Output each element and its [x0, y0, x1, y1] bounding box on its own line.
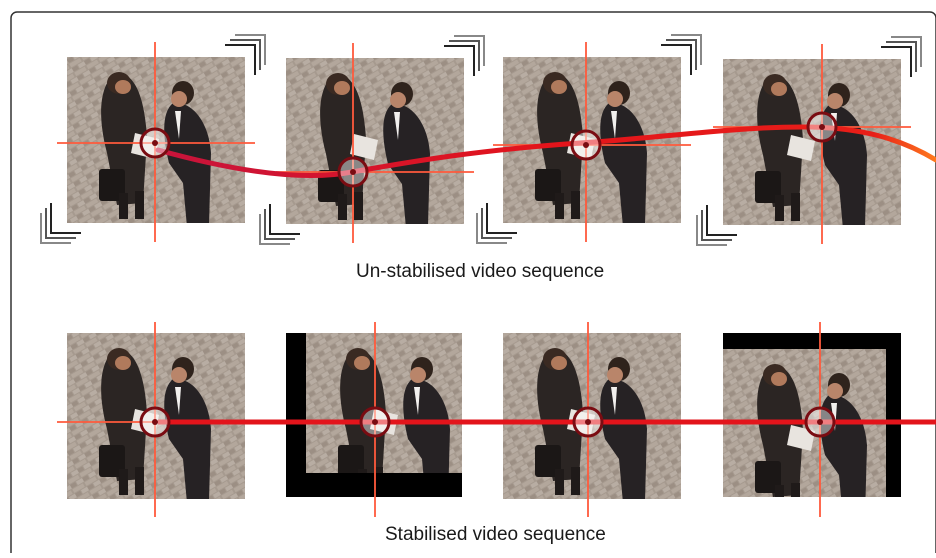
top-target-4: [806, 111, 838, 143]
bottom-target-4: [804, 406, 836, 438]
top-bracket-bl-2: [259, 204, 300, 245]
top-target-1: [139, 127, 171, 159]
bottom-frame-2: [306, 333, 462, 473]
top-bracket-tr-2: [444, 35, 485, 76]
unstabilised-caption: Un-stabilised video sequence: [356, 261, 605, 282]
bottom-frame-4: [723, 349, 886, 497]
top-bracket-bl-4: [696, 205, 737, 246]
bottom-target-1: [139, 406, 171, 438]
top-bracket-tr-3: [661, 34, 702, 75]
stabilised-caption: Stabilised video sequence: [385, 524, 606, 545]
top-frame-2: [286, 58, 464, 224]
top-crosshair-2: [276, 43, 474, 243]
bottom-target-3: [572, 406, 604, 438]
top-frame-4: [723, 59, 901, 225]
stabilised-target-markers: [139, 406, 836, 438]
bottom-target-2: [359, 406, 391, 438]
bottom-frame-3: [503, 333, 681, 499]
top-target-3: [570, 129, 602, 161]
unstabilised-target-markers: [139, 111, 838, 188]
unstabilised-frames: [40, 34, 922, 246]
figure-border: [10, 11, 936, 558]
top-bracket-bl-1: [40, 203, 81, 244]
bottom-frame-1: [67, 333, 245, 499]
top-frame-1: [67, 57, 245, 223]
top-bracket-tr-1: [225, 34, 266, 75]
top-bracket-tr-4: [881, 36, 922, 77]
stabilised-frames: [57, 322, 910, 517]
top-bracket-bl-3: [476, 203, 517, 244]
top-target-2: [337, 156, 369, 188]
